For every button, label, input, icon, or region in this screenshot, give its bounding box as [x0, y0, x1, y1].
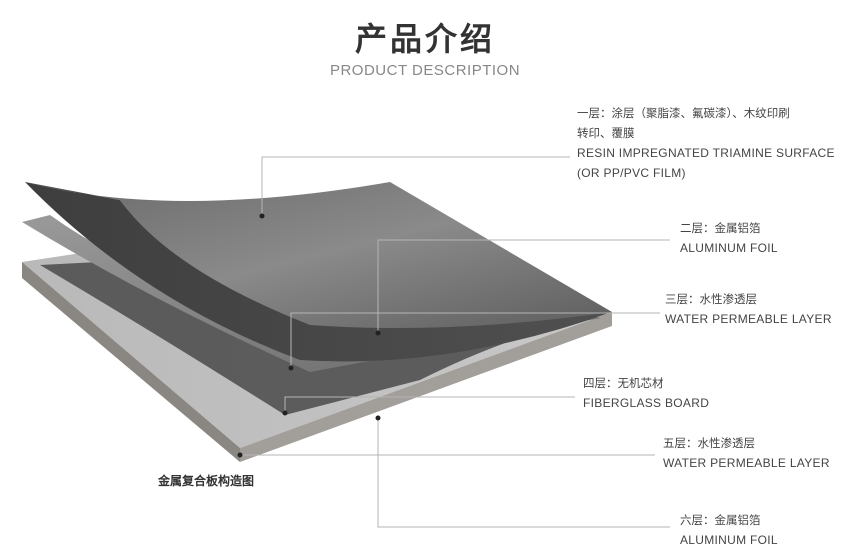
page-title: 产品介绍	[354, 20, 495, 58]
layer-4-label: 四层：无机芯材 FIBERGLASS BOARD	[583, 373, 709, 413]
top-coating-sheet	[25, 182, 612, 329]
layer-2-cn: 二层：金属铝箔	[680, 221, 761, 235]
layer-6-en: ALUMINUM FOIL	[680, 533, 778, 547]
layer-1-en: RESIN IMPREGNATED TRIAMINE SURFACE	[577, 146, 835, 160]
layer-2-label: 二层：金属铝箔 ALUMINUM FOIL	[680, 218, 778, 258]
layer-1-cn-cont: 转印、覆膜	[577, 126, 635, 140]
layer-6-cn: 六层：金属铝箔	[680, 513, 761, 527]
layer-2-en: ALUMINUM FOIL	[680, 241, 778, 255]
layer-5-label: 五层：水性渗透层 WATER PERMEABLE LAYER	[663, 433, 830, 473]
top-sheet-underside	[25, 182, 612, 362]
layer-5-en: WATER PERMEABLE LAYER	[663, 456, 830, 470]
leader-dots	[237, 213, 381, 458]
layer-1-cn: 一层：涂层（聚脂漆、氟碳漆）、木纹印刷	[577, 106, 790, 120]
layer-4-cn: 四层：无机芯材	[583, 376, 664, 390]
leader-lines	[240, 156, 670, 528]
page-subtitle: PRODUCT DESCRIPTION	[329, 62, 521, 79]
layer-4-en: FIBERGLASS BOARD	[583, 396, 710, 410]
layer-1-label: 一层：涂层（聚脂漆、氟碳漆）、木纹印刷 转印、覆膜 RESIN IMPREGNA…	[577, 103, 835, 183]
layer-5-cn: 五层：水性渗透层	[663, 436, 755, 450]
diagram-caption: 金属复合板构造图	[158, 474, 255, 488]
layer-3-cn: 三层：水性渗透层	[665, 292, 757, 306]
layer-3-en: WATER PERMEABLE LAYER	[665, 312, 832, 326]
layer-6-label: 六层：金属铝箔 ALUMINUM FOIL	[680, 510, 778, 550]
layer-1-en-cont: (OR PP/PVC FILM)	[577, 166, 686, 180]
layer-3-label: 三层：水性渗透层 WATER PERMEABLE LAYER	[665, 289, 832, 329]
